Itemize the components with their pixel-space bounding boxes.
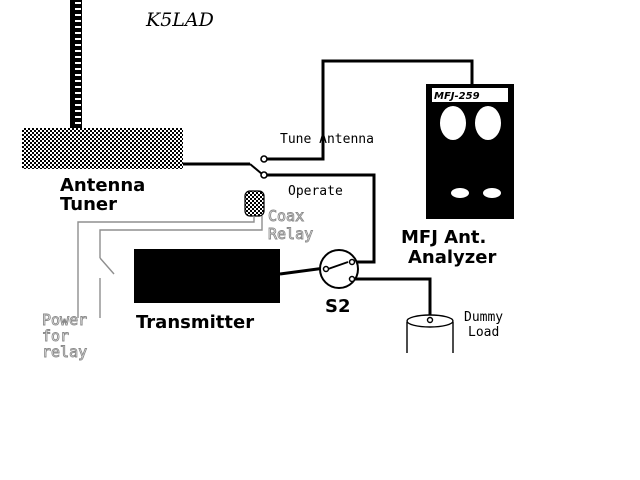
- s2-common-contact: [322, 265, 330, 273]
- relay-switch-arm: [249, 163, 263, 175]
- operate-label: Operate: [288, 184, 343, 199]
- tune-antenna-label: Tune Antenna: [280, 132, 374, 147]
- transmitter-box: [134, 249, 280, 303]
- coax-relay-label-2: Relay: [268, 225, 313, 243]
- power-switch-arm: [99, 257, 115, 275]
- operate-path-wire: [267, 173, 376, 264]
- power-for-relay-label-3: relay: [42, 343, 87, 361]
- callsign-label: K5LAD: [145, 9, 214, 31]
- analyzer-label-1: MFJ Ant.: [401, 227, 486, 248]
- transmitter-to-s2-wire: [279, 266, 326, 276]
- dummy-load-label-1: Dummy: [464, 310, 503, 325]
- analyzer-left-knob-icon: [451, 188, 469, 198]
- coax-relay-label-1: Coax: [268, 207, 304, 225]
- dummy-load-icon: [406, 314, 454, 353]
- relay-contact-operate: [260, 171, 268, 179]
- mfj-analyzer-badge: MFJ-259: [434, 91, 480, 102]
- power-for-relay-label-2: for: [42, 327, 69, 345]
- s2-to-dummy-wire: [355, 277, 432, 316]
- switch-s2-icon: [319, 249, 359, 289]
- antenna-tuner-label-1: Antenna: [60, 175, 145, 196]
- s2-contact-dummy: [348, 275, 356, 283]
- analyzer-label-2: Analyzer: [408, 247, 496, 268]
- tune-path-wire: [267, 59, 474, 161]
- analyzer-right-knob-icon: [483, 188, 501, 198]
- switch-s2-label: S2: [325, 296, 351, 317]
- mfj-analyzer-display: [432, 88, 508, 102]
- relay-contact-tune: [260, 155, 268, 163]
- power-for-relay-label-1: Power: [42, 311, 87, 329]
- analyzer-left-meter-icon: [440, 106, 466, 140]
- s2-contact-antenna: [348, 258, 356, 266]
- mfj-analyzer-box: [426, 84, 514, 219]
- coax-relay-coil-icon: [244, 190, 265, 217]
- relay-control-wire-1: [77, 216, 255, 318]
- antenna-tuner-box: [22, 128, 183, 169]
- dummy-load-label-2: Load: [468, 325, 499, 340]
- antenna-mast-icon: [70, 0, 82, 130]
- antenna-tuner-label-2: Tuner: [60, 194, 117, 215]
- s2-switch-arm: [327, 261, 349, 270]
- transmitter-label: Transmitter: [136, 312, 254, 333]
- analyzer-right-meter-icon: [475, 106, 501, 140]
- relay-control-wire-2: [99, 216, 263, 258]
